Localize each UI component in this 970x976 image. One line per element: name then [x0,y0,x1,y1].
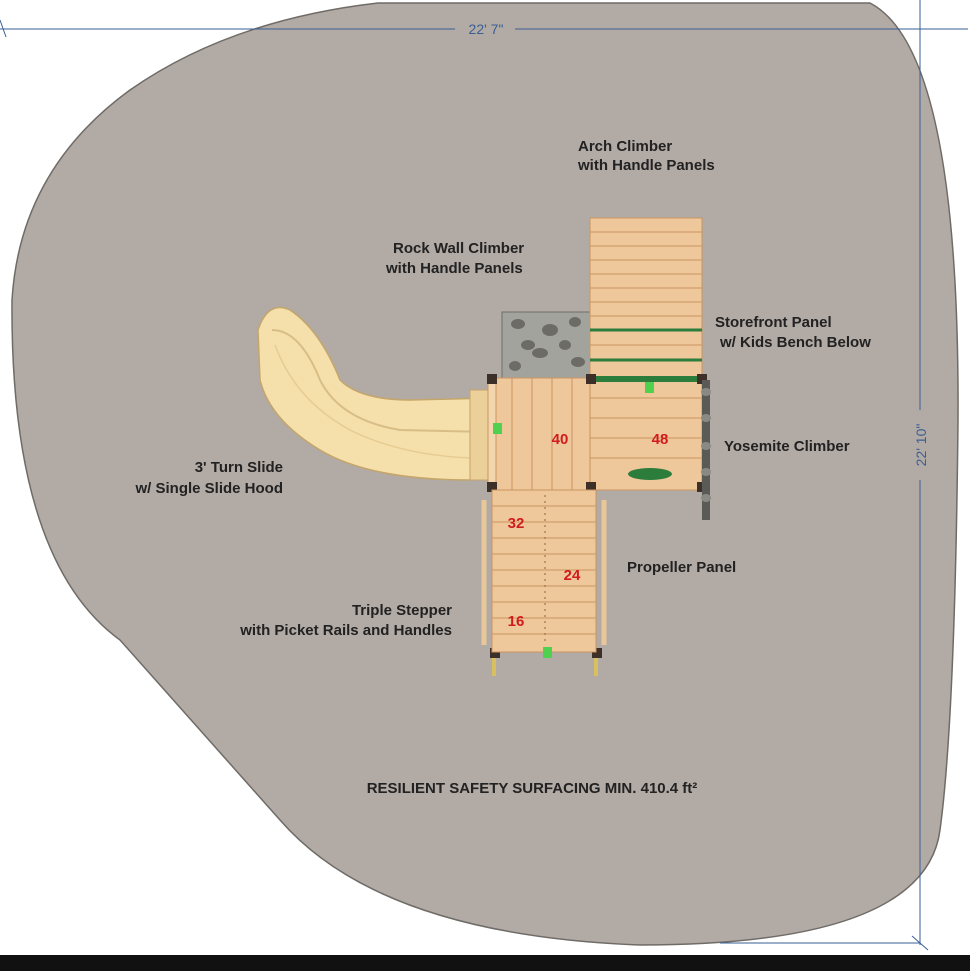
storefront-label-line1: Storefront Panel [715,314,832,331]
width-dimension-label: 22' 7" [469,21,504,37]
triple-stepper-label-line1: Triple Stepper [352,602,452,619]
safety-surfacing-label: RESILIENT SAFETY SURFACING MIN. 410.4 ft… [367,780,698,797]
triple-stepper-label-line2: with Picket Rails and Handles [239,622,452,639]
deck-height-48: 48 [652,431,669,448]
rock-wall-climber [501,311,591,381]
turn-slide [257,306,495,481]
turn-slide-label-line2: w/ Single Slide Hood [134,480,283,497]
yosemite-climber [701,380,711,520]
step-height-32: 32 [508,515,525,532]
turn-slide-label-line1: 3' Turn Slide [195,459,283,476]
width-dimension: 22' 7" [0,19,968,38]
step-height-24: 24 [564,567,581,584]
arch-climber-label-line1: Arch Climber [578,138,672,155]
bench-markers [493,382,654,658]
arch-climber [589,217,703,379]
arch-climber-label-line2: with Handle Panels [577,157,715,174]
triple-stepper [481,489,607,676]
yosemite-label: Yosemite Climber [724,438,850,455]
propeller-label: Propeller Panel [627,559,736,576]
rock-wall-label-line1: Rock Wall Climber [393,240,524,257]
storefront-label-line2: w/ Kids Bench Below [719,334,871,351]
height-dimension-label: 22' 10" [913,424,929,467]
rock-wall-label-line2: with Handle Panels [385,260,523,277]
height-dimension: 22' 10" [720,0,929,951]
deck-48 [589,376,703,491]
step-height-16: 16 [508,613,525,630]
bottom-border [0,955,970,971]
deck-height-40: 40 [552,431,569,448]
deck-40 [487,377,593,491]
